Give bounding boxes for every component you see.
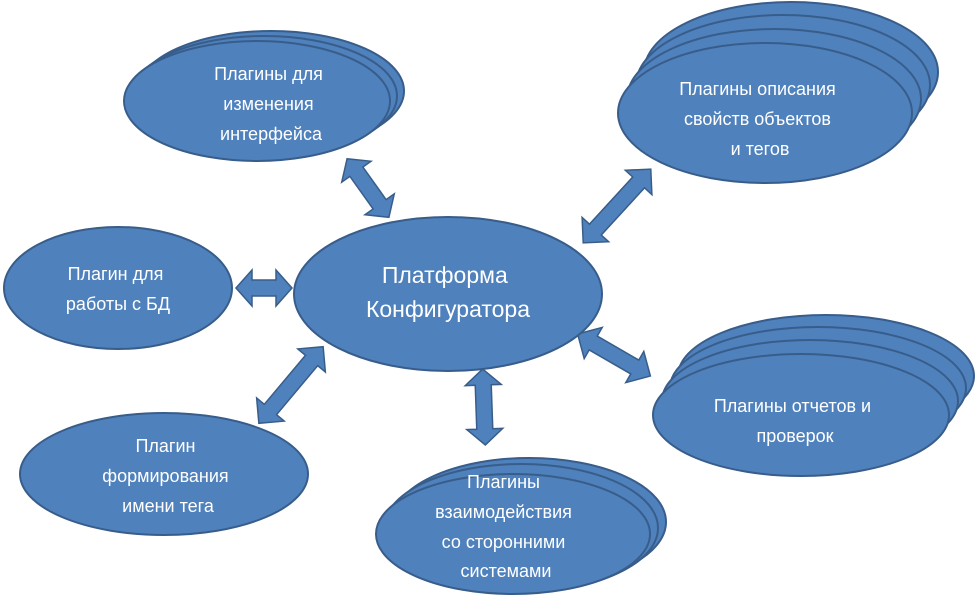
node-reports-line-2: проверок	[756, 426, 833, 446]
node-integration-plugins: Плагины взаимодействия со сторонними сис…	[375, 457, 667, 595]
node-interface-line-3: интерфейса	[220, 124, 323, 144]
node-tagname-plugin: Плагин формирования имени тега	[19, 412, 309, 536]
node-properties-label: Плагины описания свойств объектов и тего…	[679, 79, 841, 159]
arrow-integration	[463, 368, 505, 446]
node-integration-line-2: взаимодействия	[435, 502, 572, 522]
node-tagname-line-3: имени тега	[122, 496, 215, 516]
node-reports-plugins: Плагины отчетов и проверок	[652, 314, 975, 477]
node-tagname-label: Плагин формирования имени тега	[102, 436, 233, 516]
node-properties-line-1: Плагины описания	[679, 79, 836, 99]
node-interface-label: Плагины для изменения интерфейса	[214, 64, 328, 144]
node-db-plugin: Плагин для работы с БД	[3, 226, 233, 350]
arrow-properties	[581, 168, 653, 244]
node-platform-center: Платформа Конфигуратора	[293, 216, 603, 372]
node-reports-line-1: Плагины отчетов и	[714, 396, 871, 416]
arrow-interface	[340, 157, 396, 219]
center-line-1: Платформа	[382, 262, 508, 288]
node-tagname-line-1: Плагин	[135, 436, 195, 456]
node-db-line-2: работы с БД	[66, 294, 170, 314]
arrow-db	[234, 268, 294, 308]
node-interface-line-2: изменения	[223, 94, 313, 114]
node-integration-line-3: со сторонними	[442, 532, 566, 552]
center-label: Платформа Конфигуратора	[366, 262, 530, 322]
node-integration-line-1: Плагины	[467, 472, 540, 492]
node-properties-line-2: свойств объектов	[684, 109, 831, 129]
center-line-2: Конфигуратора	[366, 296, 530, 322]
node-properties-plugins: Плагины описания свойств объектов и тего…	[617, 1, 939, 184]
node-reports-label: Плагины отчетов и проверок	[714, 396, 876, 446]
arrow-tagname	[255, 345, 327, 425]
node-integration-line-4: системами	[461, 561, 552, 581]
node-db-line-1: Плагин для	[68, 264, 164, 284]
node-interface-plugins: Плагины для изменения интерфейса	[123, 30, 405, 162]
node-db-label: Плагин для работы с БД	[66, 264, 170, 314]
node-interface-line-1: Плагины для	[214, 64, 323, 84]
arrow-reports	[576, 326, 652, 384]
node-properties-line-3: и тегов	[731, 139, 790, 159]
node-integration-label: Плагины взаимодействия со сторонними сис…	[435, 472, 577, 581]
node-tagname-line-2: формирования	[102, 466, 228, 486]
